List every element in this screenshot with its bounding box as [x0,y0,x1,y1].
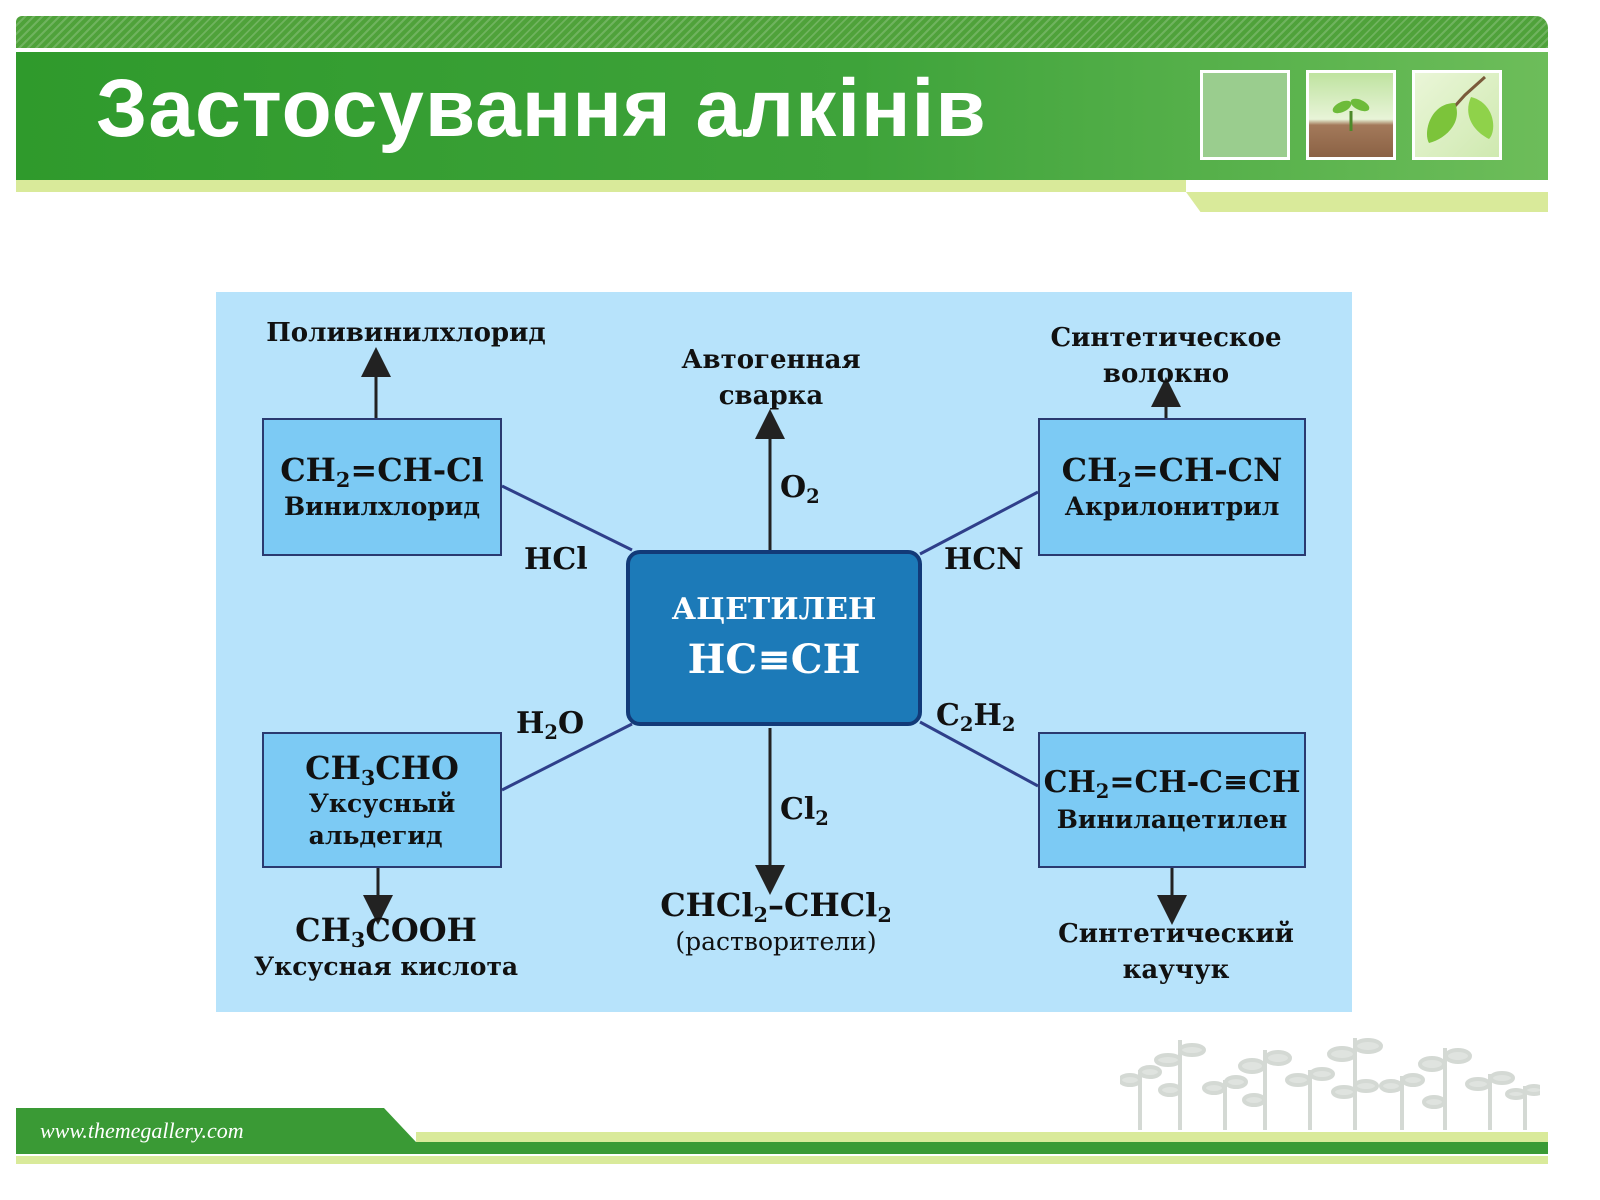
vinylacetylene-node: CH2=CH-C≡CH Винилацетилен [1038,732,1306,868]
product-synthetic-rubber: Синтетический каучук [1058,919,1294,985]
plants-decoration-icon [1120,1038,1540,1130]
vinyl-chloride-node: CH2=CH-Cl Винилхлорид [262,418,502,556]
header-thumbnail-leaves [1412,70,1502,160]
acetylene-diagram: АЦЕТИЛЕН HC≡CH Поливинилхлорид CH2=CH-Cl… [216,292,1352,1012]
vinyl-chloride-name: Винилхлорид [283,492,481,521]
header-thumbnail-plain [1200,70,1290,160]
header-stripe [16,16,1548,48]
reagent-hcn: HCN [944,542,1024,577]
reagent-c2h2: C2H2 [936,698,1016,736]
product-synthetic-fiber: Синтетическое волокно [1050,323,1282,389]
connector-lines [361,347,1187,925]
product-polyvinylchloride: Поливинилхлорид [266,318,546,348]
header-underline [16,180,1186,192]
product-tetrachloroethane: CHCl2–CHCl2 (растворители) [660,886,892,956]
header-underline-right [1186,192,1548,212]
footer-band [16,1108,416,1142]
sprout-icon [1332,98,1370,131]
link-top-left [501,484,633,552]
vinyl-chloride-formula: CH2=CH-Cl [280,451,484,493]
link-bottom-right [919,720,1039,788]
link-bottom-left [501,722,633,792]
acrylonitrile-name: Акрилонитрил [1064,492,1280,521]
header-band [16,52,1548,180]
product-autogenous-welding: Автогенная сварка [681,345,861,411]
slide-title: Застосування алкінів [96,63,987,154]
acrylonitrile-node: CH2=CH-CN Акрилонитрил [1038,418,1306,556]
acetylene-node: АЦЕТИЛЕН HC≡CH [626,550,922,726]
footer-accent-line [416,1132,1548,1142]
product-acetic-acid: CH3COOH Уксусная кислота [253,911,519,981]
header-thumbnail-sprout [1306,70,1396,160]
reagent-hcl: HCl [524,542,588,577]
acetaldehyde-formula: CH3CHO [305,749,459,791]
reagent-o2: O2 [780,470,820,508]
reagent-h2o: H2O [516,706,585,744]
acetaldehyde-node: CH3CHO Уксусный альдегид [262,732,502,868]
vinylacetylene-formula: CH2=CH-C≡CH [1043,765,1301,803]
leaf-icon [1426,75,1494,143]
footer-line [16,1142,1548,1154]
footer-url[interactable]: www.themegallery.com [40,1118,244,1143]
acetaldehyde-name: Уксусный альдегид [308,789,456,850]
acrylonitrile-formula: CH2=CH-CN [1061,451,1283,493]
acetylene-name: АЦЕТИЛЕН [671,592,877,627]
footer-bottom-line [16,1156,1548,1164]
reagent-cl2: Cl2 [780,792,829,830]
vinylacetylene-name: Винилацетилен [1056,805,1288,834]
link-top-right [919,490,1039,556]
acetylene-formula: HC≡CH [687,636,861,683]
